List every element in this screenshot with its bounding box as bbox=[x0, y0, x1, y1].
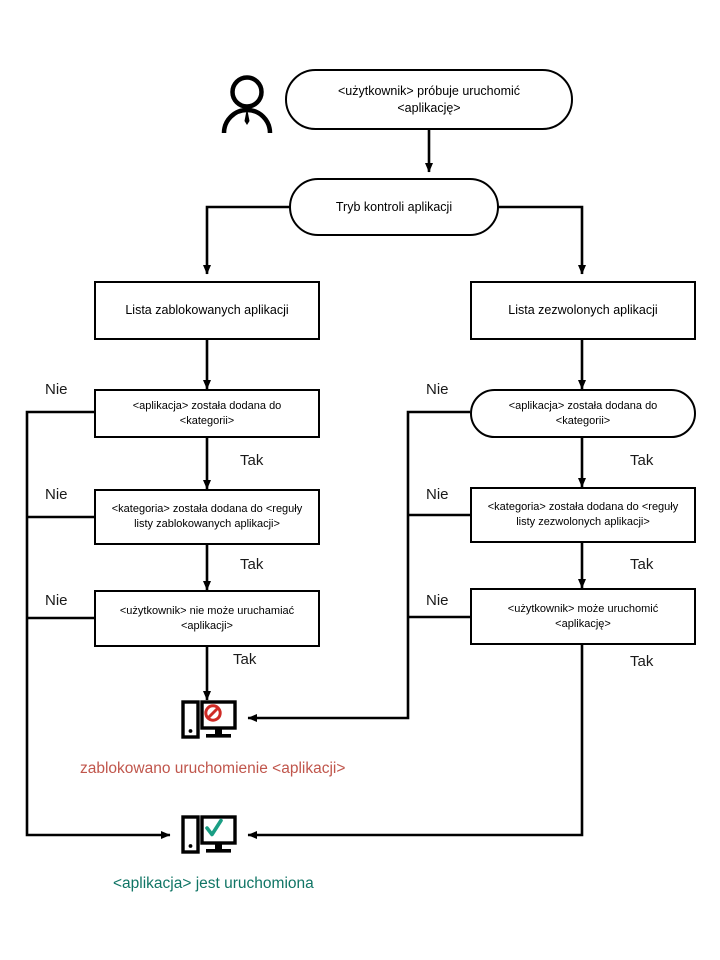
computer-allowed-icon bbox=[181, 815, 237, 859]
edge-right-d3-yes-to-allowed bbox=[247, 645, 584, 839]
node-left-decision-2[interactable]: <kategoria> została dodana do <reguły li… bbox=[94, 489, 320, 545]
edge-label-right-no-3: Nie bbox=[426, 592, 449, 609]
node-left-decision-1-label: <aplikacja> została dodana do <kategorii… bbox=[132, 399, 282, 427]
edge-label-left-yes-1: Tak bbox=[240, 452, 264, 469]
node-mode[interactable]: Tryb kontroli aplikacji bbox=[289, 178, 499, 236]
edge-label-left-no-1: Nie bbox=[45, 381, 68, 398]
edge-label-right-no-2: Nie bbox=[426, 486, 449, 503]
edge-label-left-yes-3: Tak bbox=[233, 651, 257, 668]
node-left-decision-1[interactable]: <aplikacja> została dodana do <kategorii… bbox=[94, 389, 320, 438]
node-right-decision-2-line1: <kategoria> została dodana do <reguły bbox=[487, 501, 679, 514]
node-allowlist[interactable]: Lista zezwolonych aplikacji bbox=[470, 281, 696, 340]
edge-mode-to-allowlist bbox=[498, 205, 586, 275]
caption-blocked: zablokowano uruchomienie <aplikacji> bbox=[80, 760, 346, 777]
edge-label-right-no-1: Nie bbox=[426, 381, 449, 398]
node-start[interactable]: <użytkownik> próbuje uruchomić <aplikacj… bbox=[285, 69, 573, 130]
caption-allowed: <aplikacja> jest uruchomiona bbox=[113, 875, 314, 892]
node-right-decision-1-label: <aplikacja> została dodana do <kategorii… bbox=[508, 399, 658, 427]
node-left-decision-2-line1: <kategoria> została dodana do <reguły bbox=[111, 503, 303, 516]
computer-blocked-icon bbox=[181, 700, 237, 744]
edge-label-right-yes-1: Tak bbox=[630, 452, 654, 469]
node-right-decision-1[interactable]: <aplikacja> została dodana do <kategorii… bbox=[470, 389, 696, 438]
node-right-decision-2[interactable]: <kategoria> została dodana do <reguły li… bbox=[470, 487, 696, 543]
node-right-decision-3-label: <użytkownik> może uruchomić <aplikację> bbox=[507, 602, 659, 630]
edge-right-d1-no bbox=[247, 410, 470, 722]
node-left-decision-3-line2: <aplikacji> bbox=[181, 619, 233, 632]
node-allowlist-label: Lista zezwolonych aplikacji bbox=[508, 303, 658, 318]
edge-mode-to-denylist bbox=[203, 205, 290, 275]
node-mode-label: Tryb kontroli aplikacji bbox=[335, 199, 453, 214]
node-left-decision-3[interactable]: <użytkownik> nie może uruchamiać <aplika… bbox=[94, 590, 320, 647]
edge-label-left-no-2: Nie bbox=[45, 486, 68, 503]
edge-label-right-yes-3: Tak bbox=[630, 653, 654, 670]
user-icon bbox=[219, 72, 275, 134]
node-left-decision-2-line2: listy zablokowanych aplikacji> bbox=[134, 518, 280, 530]
node-right-decision-3[interactable]: <użytkownik> może uruchomić <aplikację> bbox=[470, 588, 696, 645]
node-start-line2: <aplikację> bbox=[397, 100, 461, 115]
node-right-decision-2-line2: listy zezwolonych aplikacji> bbox=[516, 516, 650, 528]
edge-label-right-yes-2: Tak bbox=[630, 556, 654, 573]
node-start-line1: <użytkownik> próbuje uruchomić bbox=[337, 83, 521, 98]
edge-label-left-yes-2: Tak bbox=[240, 556, 264, 573]
node-denylist-label: Lista zablokowanych aplikacji bbox=[125, 303, 289, 318]
node-denylist[interactable]: Lista zablokowanych aplikacji bbox=[94, 281, 320, 340]
node-left-decision-3-line1: <użytkownik> nie może uruchamiać bbox=[119, 604, 295, 617]
edge-label-left-no-3: Nie bbox=[45, 592, 68, 609]
